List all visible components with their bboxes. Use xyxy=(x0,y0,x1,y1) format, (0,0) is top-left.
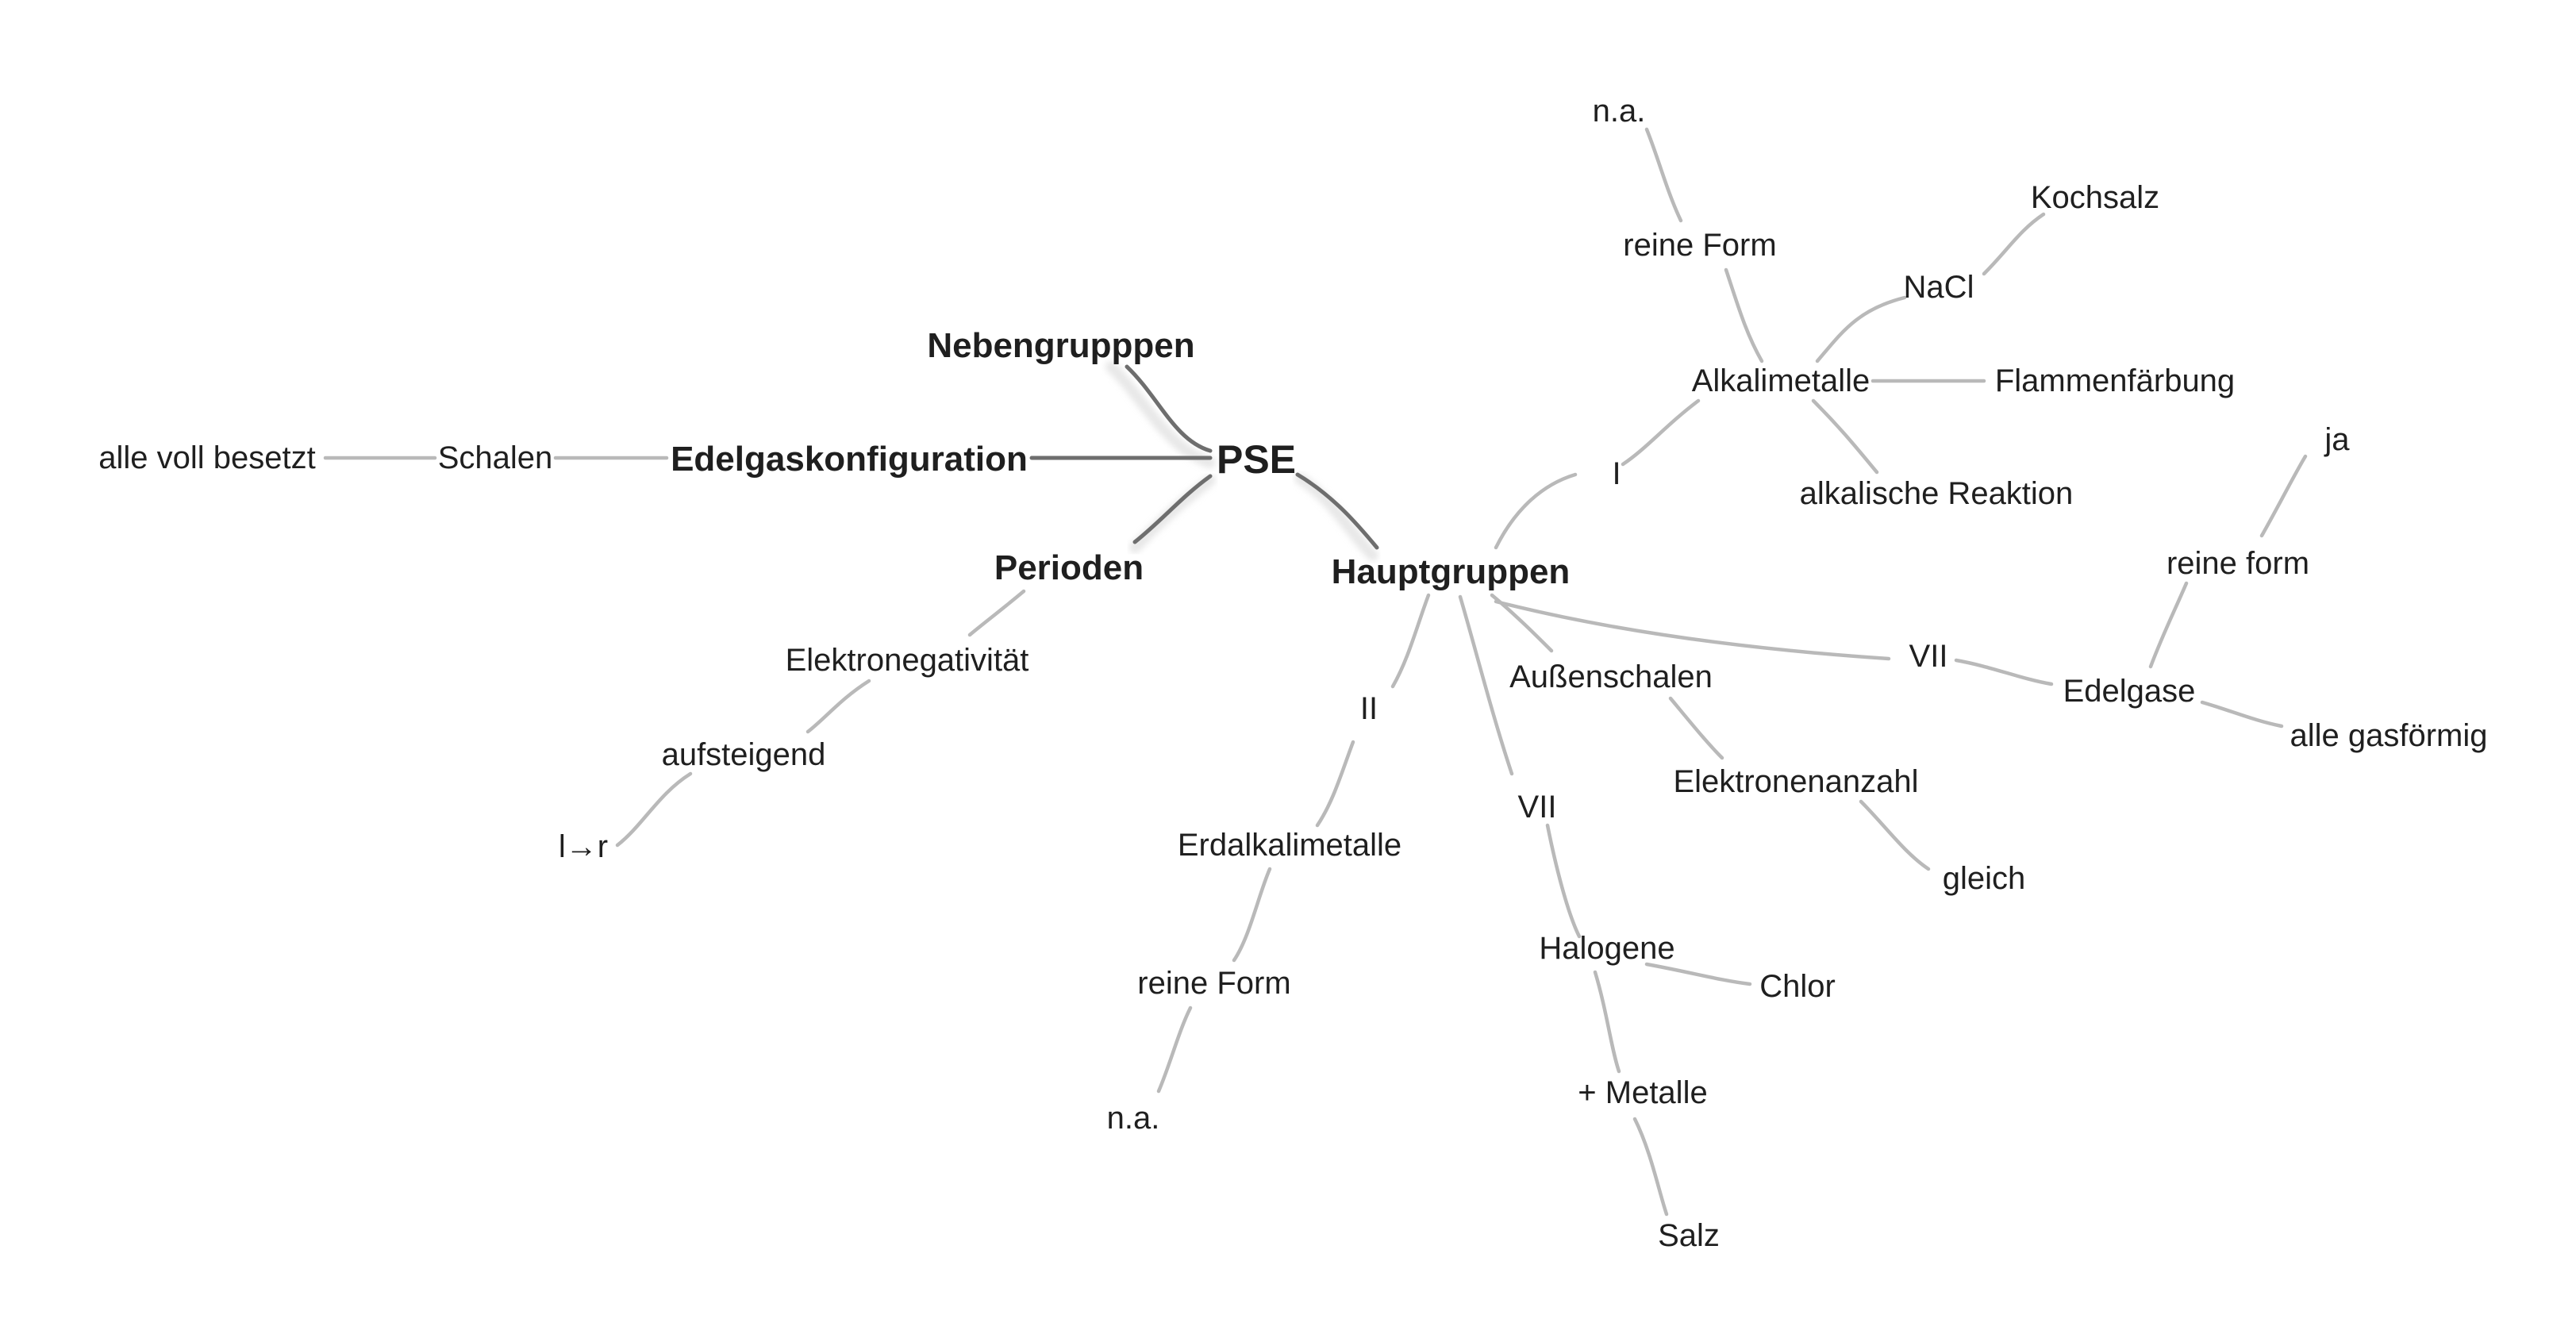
edge-hauptgruppen-i xyxy=(1494,472,1578,550)
edge-reineform-na xyxy=(1644,127,1683,223)
edge-hauptgruppen-vii-halogene xyxy=(1458,594,1514,776)
edge-elektroneg-aufsteigend xyxy=(805,679,871,734)
edge-hauptgruppen-ii xyxy=(1390,593,1431,689)
node-hauptgruppen[interactable]: Hauptgruppen xyxy=(1332,552,1571,591)
node-plus-metalle[interactable]: + Metalle xyxy=(1578,1075,1707,1110)
edge-pse-hauptgruppen xyxy=(1295,472,1379,550)
edge-i-alkalimetalle xyxy=(1621,398,1701,467)
node-flammenfaerbung[interactable]: Flammenfärbung xyxy=(1995,363,2235,398)
node-erdalkali-na[interactable]: n.a. xyxy=(1107,1101,1160,1136)
edge-erdalkali-reineform xyxy=(1232,867,1272,963)
edge-alkali-reaktion xyxy=(1811,398,1879,475)
edge-alkali-reineform xyxy=(1724,267,1764,363)
edge-elektronenanzahl-gleich xyxy=(1859,799,1931,871)
edge-perioden-elektronegativitaet xyxy=(967,589,1026,637)
edge-halogene-metalle xyxy=(1593,970,1621,1074)
node-elektronegativitaet[interactable]: Elektronegativität xyxy=(786,643,1029,678)
node-alle-voll-besetzt[interactable]: alle voll besetzt xyxy=(98,440,315,475)
node-nacl[interactable]: NaCl xyxy=(1904,270,1974,305)
edge-metalle-salz xyxy=(1632,1117,1669,1217)
node-kochsalz[interactable]: Kochsalz xyxy=(2031,180,2159,215)
node-salz[interactable]: Salz xyxy=(1658,1218,1720,1253)
node-elektronenanzahl[interactable]: Elektronenanzahl xyxy=(1673,764,1918,799)
edge-aussen-elektronenanzahl xyxy=(1668,696,1724,760)
node-edelgaskonfiguration[interactable]: Edelgaskonfiguration xyxy=(671,440,1028,479)
node-ja[interactable]: ja xyxy=(2324,422,2350,457)
node-erdalkalimetalle[interactable]: Erdalkalimetalle xyxy=(1178,828,1401,863)
edge-vii-halogene xyxy=(1545,823,1582,939)
node-gruppe-vii-halogene[interactable]: VII xyxy=(1518,790,1557,825)
node-gruppe-vii-edelgase[interactable]: VII xyxy=(1909,639,1948,674)
node-aufsteigend[interactable]: aufsteigend xyxy=(662,737,826,772)
node-richtung[interactable]: l→r xyxy=(559,829,608,864)
edge-edelgase-gasfoermig xyxy=(2200,700,2284,729)
node-perioden[interactable]: Perioden xyxy=(994,548,1144,587)
edge-nacl-kochsalz xyxy=(1982,212,2046,276)
edge-hauptgruppen-vii-edelgase xyxy=(1494,599,1891,661)
node-schalen[interactable]: Schalen xyxy=(438,440,553,475)
node-gruppe-ii[interactable]: II xyxy=(1360,691,1378,726)
edge-reineform-ja xyxy=(2259,454,2308,538)
edge-ii-erdalkali xyxy=(1315,740,1355,828)
sub-edges xyxy=(323,127,2308,1217)
node-halogene[interactable]: Halogene xyxy=(1539,931,1674,966)
node-alkali-na[interactable]: n.a. xyxy=(1593,94,1646,129)
node-nebengruppen[interactable]: Nebengrupppen xyxy=(927,326,1194,365)
node-edelgase-reine-form[interactable]: reine form xyxy=(2167,546,2309,581)
main-edges xyxy=(1029,364,1379,550)
node-alle-gasfoermig[interactable]: alle gasförmig xyxy=(2290,718,2487,753)
node-gleich[interactable]: gleich xyxy=(1943,861,2026,896)
node-pse[interactable]: PSE xyxy=(1217,437,1296,482)
nodes: PSE Nebengrupppen Edelgaskonfiguration P… xyxy=(98,94,2487,1253)
node-edelgase[interactable]: Edelgase xyxy=(2063,674,2196,709)
edge-pse-nebengruppen xyxy=(1125,364,1213,453)
edge-edelgase-reineform xyxy=(2148,581,2189,669)
edge-vii-edelgase xyxy=(1954,658,2054,686)
node-erdalkali-reine-form[interactable]: reine Form xyxy=(1137,966,1290,1001)
node-alkalimetalle[interactable]: Alkalimetalle xyxy=(1692,363,1870,398)
node-alkali-reine-form[interactable]: reine Form xyxy=(1623,228,1776,263)
edge-aufsteigend-lr xyxy=(615,771,693,848)
edge-halogene-chlor xyxy=(1644,962,1752,986)
node-gruppe-i[interactable]: I xyxy=(1612,456,1621,491)
edge-erdalkali-reineform-na xyxy=(1156,1005,1193,1094)
edge-pse-perioden xyxy=(1132,474,1213,544)
node-alkalische-reaktion[interactable]: alkalische Reaktion xyxy=(1800,476,2074,511)
node-chlor[interactable]: Chlor xyxy=(1759,969,1836,1004)
node-aussenschalen[interactable]: Außenschalen xyxy=(1509,659,1713,694)
edge-alkali-nacl xyxy=(1815,295,1907,363)
